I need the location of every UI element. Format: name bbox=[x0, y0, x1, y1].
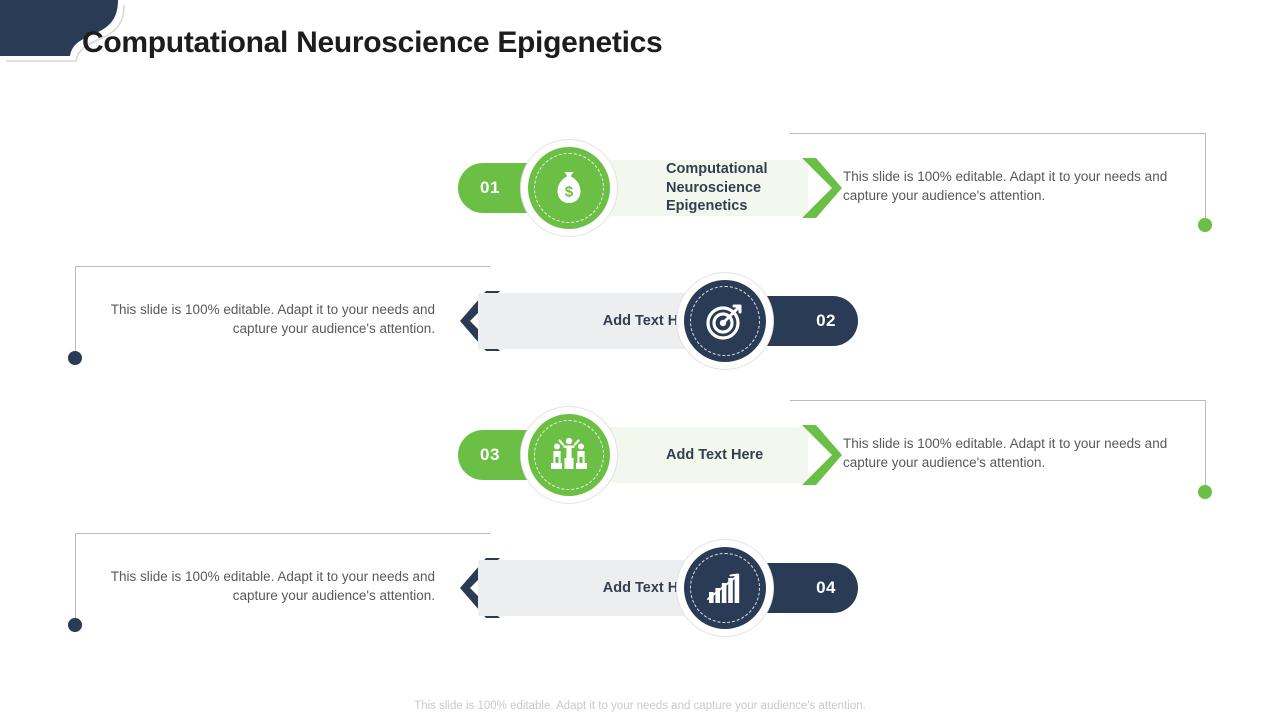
step-number-label-2: 02 bbox=[816, 311, 836, 330]
description-text-1: This slide is 100% editable. Adapt it to… bbox=[843, 169, 1168, 203]
icon-dashed-ring-3 bbox=[534, 420, 604, 490]
item-group-3[interactable]: 03 Add Text Here bbox=[458, 400, 858, 510]
item-group-2[interactable]: Add Text Here 02 bbox=[458, 266, 858, 376]
connector-dot-green-3 bbox=[1198, 485, 1212, 499]
item-label-line1-3: Add Text Here bbox=[666, 446, 764, 463]
icon-circle-4 bbox=[684, 547, 766, 629]
svg-text:$: $ bbox=[565, 184, 574, 201]
icon-circle-3 bbox=[528, 414, 610, 496]
item-label-line2-1: Neuroscience Epigenetics bbox=[666, 179, 762, 215]
icon-dashed-ring-2 bbox=[690, 286, 760, 356]
step-number-label-1: 01 bbox=[480, 178, 500, 197]
chevron-right-icon-3 bbox=[802, 425, 842, 485]
item-label-line1-1: Computational bbox=[666, 161, 768, 178]
footer-note: This slide is 100% editable. Adapt it to… bbox=[414, 700, 866, 712]
connector-dot-navy-4 bbox=[68, 618, 82, 632]
icon-badge-4[interactable] bbox=[676, 539, 774, 637]
description-text-3: This slide is 100% editable. Adapt it to… bbox=[843, 436, 1168, 470]
icon-dashed-ring-1 bbox=[534, 153, 604, 223]
money-bag-icon: $ bbox=[557, 172, 581, 203]
step-number-label-3: 03 bbox=[480, 445, 500, 464]
page-title: Computational Neuroscience Epigenetics bbox=[82, 26, 663, 59]
icon-dashed-ring-4 bbox=[690, 553, 760, 623]
content-row-2: This slide is 100% editable. Adapt it to… bbox=[0, 266, 1280, 376]
icon-circle-2 bbox=[684, 280, 766, 362]
description-text-4: This slide is 100% editable. Adapt it to… bbox=[110, 569, 435, 603]
icon-badge-2[interactable] bbox=[676, 272, 774, 370]
connector-dot-green-1 bbox=[1198, 218, 1212, 232]
bar-chart-growth-icon bbox=[707, 573, 740, 603]
content-row-4: This slide is 100% editable. Adapt it to… bbox=[0, 533, 1280, 643]
icon-circle-1: $ bbox=[528, 147, 610, 229]
podium-team-icon bbox=[551, 437, 587, 469]
item-label-2: Add Text Here bbox=[603, 312, 700, 331]
chevron-right-icon-1 bbox=[802, 158, 842, 218]
description-text-2: This slide is 100% editable. Adapt it to… bbox=[110, 302, 435, 336]
item-label-line1-2: Add Text Here bbox=[602, 312, 700, 329]
content-row-1: This slide is 100% editable. Adapt it to… bbox=[0, 133, 1280, 243]
connector-dot-navy-2 bbox=[68, 351, 82, 365]
step-number-label-4: 04 bbox=[816, 578, 836, 597]
target-dart-icon bbox=[706, 304, 742, 340]
item-label-4: Add Text Here bbox=[603, 579, 700, 598]
content-row-3: This slide is 100% editable. Adapt it to… bbox=[0, 400, 1280, 510]
item-group-4[interactable]: Add Text Here 04 bbox=[458, 533, 858, 643]
icon-badge-1[interactable]: $ bbox=[520, 139, 618, 237]
item-group-1[interactable]: 01 Computational Neuroscience Epigenetic… bbox=[458, 133, 858, 243]
icon-badge-3[interactable] bbox=[520, 406, 618, 504]
item-label-line1-4: Add Text Here bbox=[602, 579, 700, 596]
item-label-3: Add Text Here bbox=[666, 446, 763, 465]
item-label-1: Computational Neuroscience Epigenetics bbox=[666, 160, 808, 216]
